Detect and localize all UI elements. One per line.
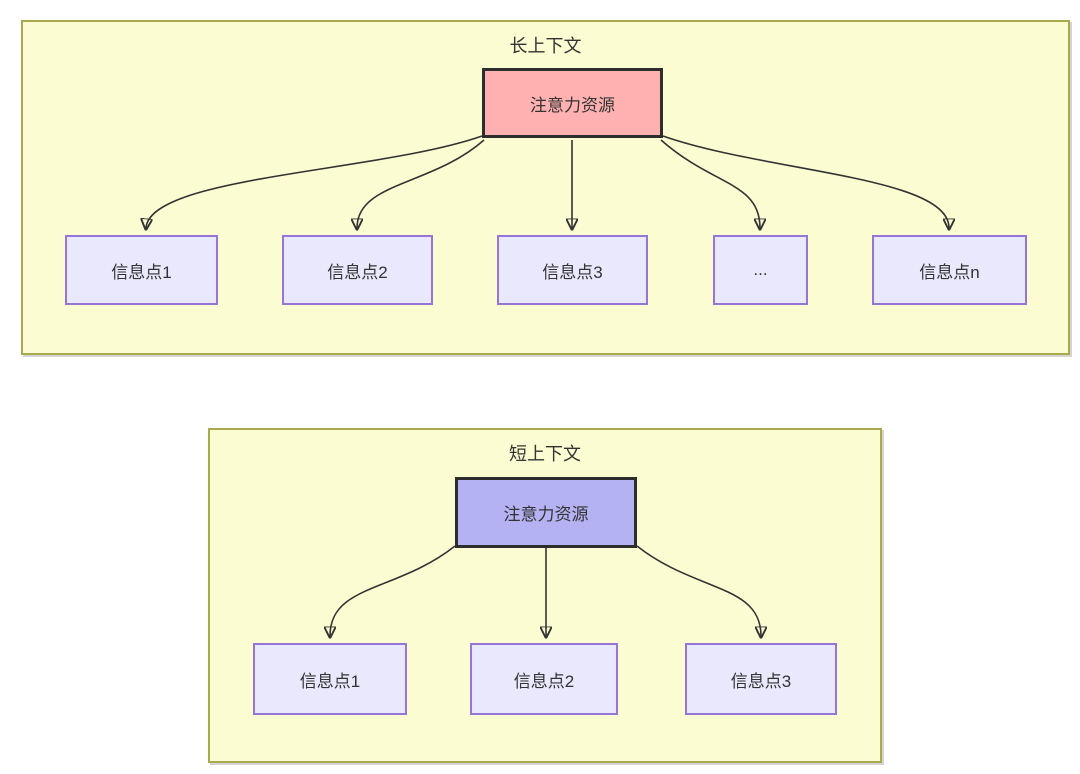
node-info-point-3-long: 信息点3 <box>497 235 648 305</box>
node-attention-resource-short: 注意力资源 <box>455 477 637 548</box>
node-info-point-ellipsis-long: ... <box>713 235 808 305</box>
node-info-point-3-short: 信息点3 <box>685 643 837 715</box>
panel-long-title: 长上下文 <box>509 36 582 56</box>
node-attention-resource-long: 注意力资源 <box>482 68 663 138</box>
node-info-point-1-long: 信息点1 <box>65 235 218 305</box>
node-info-point-2-long: 信息点2 <box>282 235 433 305</box>
node-info-point-2-short: 信息点2 <box>470 643 618 715</box>
node-info-point-n-long: 信息点n <box>872 235 1027 305</box>
panel-short-title: 短上下文 <box>509 444 581 464</box>
node-info-point-1-short: 信息点1 <box>253 643 407 715</box>
